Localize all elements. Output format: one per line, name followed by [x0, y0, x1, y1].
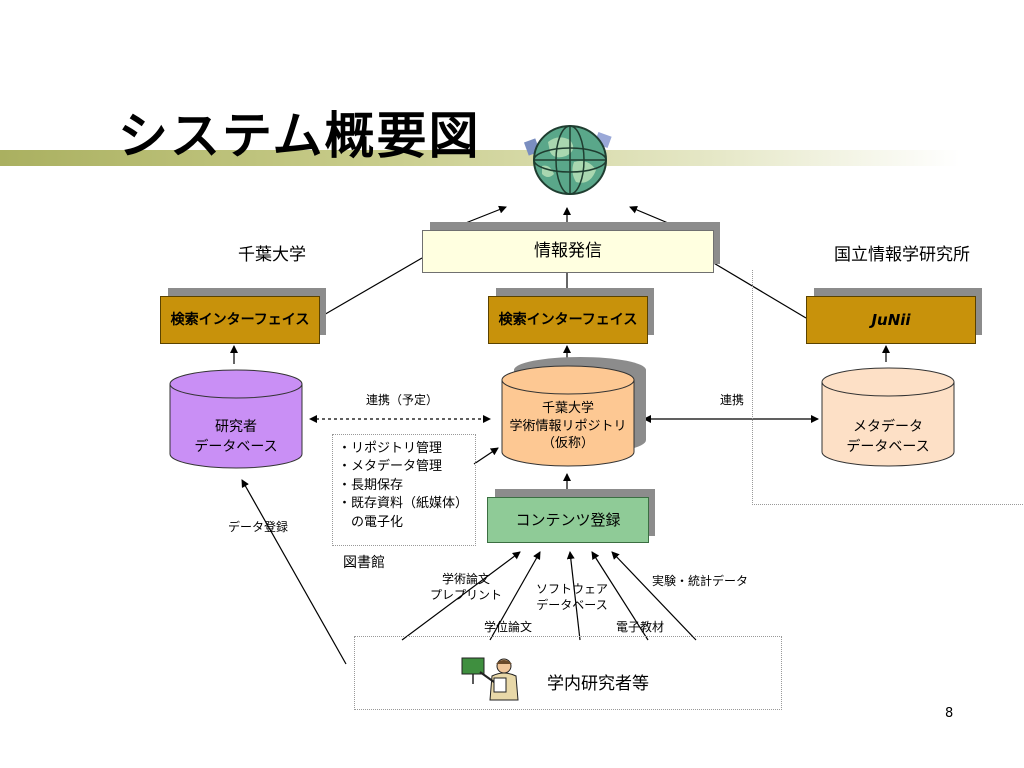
experiment-data-label: 実験・統計データ: [652, 574, 749, 588]
left-search-interface-box: 検索インターフェイス: [160, 296, 320, 344]
junii-box: JuNii: [806, 296, 976, 344]
globe-icon: [523, 125, 612, 195]
software-label: ソフトウェア: [536, 582, 609, 596]
repository-line1: 千葉大学: [541, 401, 594, 416]
repository-cylinder: [501, 357, 646, 467]
repository-label: 千葉大学 学術情報リポジトリ （仮称）: [500, 400, 636, 453]
paper-preprint-label: 学術論文 プレプリント: [430, 572, 502, 603]
library-task-item: ・既存資料（紙媒体）: [338, 496, 469, 512]
metadata-db-label: メタデータ データベース: [820, 418, 956, 457]
e-materials-label: 電子教材: [616, 620, 665, 634]
degree-thesis-label: 学位論文: [484, 620, 533, 634]
researcher-db-line1: 研究者: [215, 419, 257, 435]
library-task-item: の電子化: [338, 514, 404, 530]
software-db-line2: データベース: [536, 597, 608, 612]
link-label: 連携: [720, 393, 745, 407]
researcher-db-line2: データベース: [194, 438, 278, 455]
nii-region: [752, 270, 1024, 505]
chiba-univ-label: 千葉大学: [238, 245, 306, 265]
library-tasks-list: ・リポジトリ管理 ・メタデータ管理 ・長期保存 ・既存資料（紙媒体） の電子化: [338, 440, 468, 532]
teacher-icon: [461, 657, 519, 701]
researcher-db-cylinder: [169, 369, 303, 469]
page-number: 8: [945, 706, 954, 721]
preprint-label: プレプリント: [430, 587, 503, 602]
researchers-label: 学内研究者等: [547, 674, 649, 694]
paper-label: 学術論文: [442, 572, 491, 586]
library-label: 図書館: [343, 555, 385, 571]
planned-link-label: 連携（予定）: [366, 393, 439, 407]
slide-title: システム概要図: [118, 107, 481, 165]
researchers-box: [354, 636, 782, 710]
library-task-item: ・リポジトリ管理: [338, 441, 443, 456]
software-db-label: ソフトウェア データベース: [536, 582, 608, 613]
repository-line3: （仮称）: [541, 436, 594, 452]
library-tasks-box: [332, 434, 476, 546]
metadata-db-line1: メタデータ: [853, 419, 923, 435]
title-underline-band: [0, 150, 960, 166]
metadata-db-line2: データベース: [846, 438, 930, 455]
nii-label: 国立情報学研究所: [834, 245, 970, 265]
data-registration-label: データ登録: [228, 520, 289, 534]
researcher-db-label: 研究者 データベース: [168, 418, 304, 457]
center-search-interface-box: 検索インターフェイス: [488, 296, 648, 344]
library-task-item: ・メタデータ管理: [338, 459, 443, 475]
repository-line2: 学術情報リポジトリ: [509, 418, 627, 434]
metadata-db-cylinder: [821, 367, 955, 467]
library-task-item: ・長期保存: [338, 477, 404, 493]
info-dissemination-box: 情報発信: [422, 230, 714, 273]
content-registration-box: コンテンツ登録: [487, 497, 649, 543]
